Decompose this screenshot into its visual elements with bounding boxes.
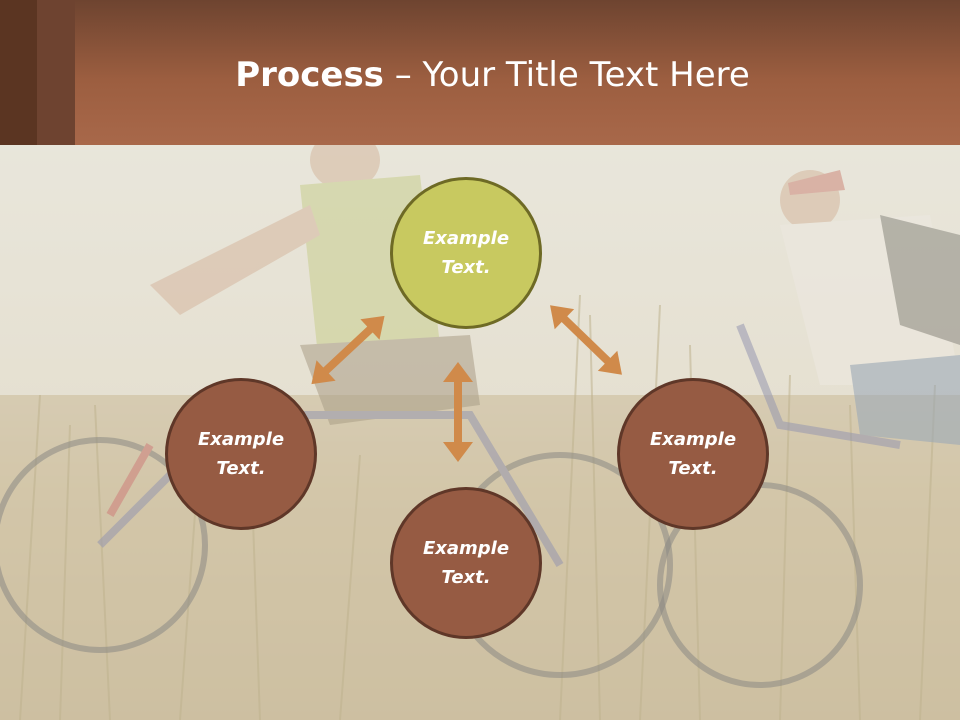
double-arrow-left bbox=[311, 315, 385, 385]
double-arrow-vertical bbox=[443, 362, 473, 462]
process-node-right[interactable]: Example Text. bbox=[617, 378, 769, 530]
slide-title-rest: – Your Title Text Here bbox=[383, 55, 750, 95]
node-label: Example Text. bbox=[649, 429, 737, 479]
node-label: Example Text. bbox=[422, 228, 510, 278]
header-stripe-medium bbox=[37, 0, 75, 145]
slide-title: Process – Your Title Text Here bbox=[0, 55, 960, 95]
process-node-bottom[interactable]: Example Text. bbox=[390, 487, 542, 639]
double-arrow-right bbox=[550, 305, 622, 375]
slide-title-bold: Process bbox=[235, 55, 384, 95]
process-node-top[interactable]: Example Text. bbox=[390, 177, 542, 329]
header-stripe-dark bbox=[0, 0, 37, 145]
header-band: Process – Your Title Text Here bbox=[0, 0, 960, 145]
node-label: Example Text. bbox=[197, 429, 285, 479]
node-label: Example Text. bbox=[422, 538, 510, 588]
process-node-left[interactable]: Example Text. bbox=[165, 378, 317, 530]
